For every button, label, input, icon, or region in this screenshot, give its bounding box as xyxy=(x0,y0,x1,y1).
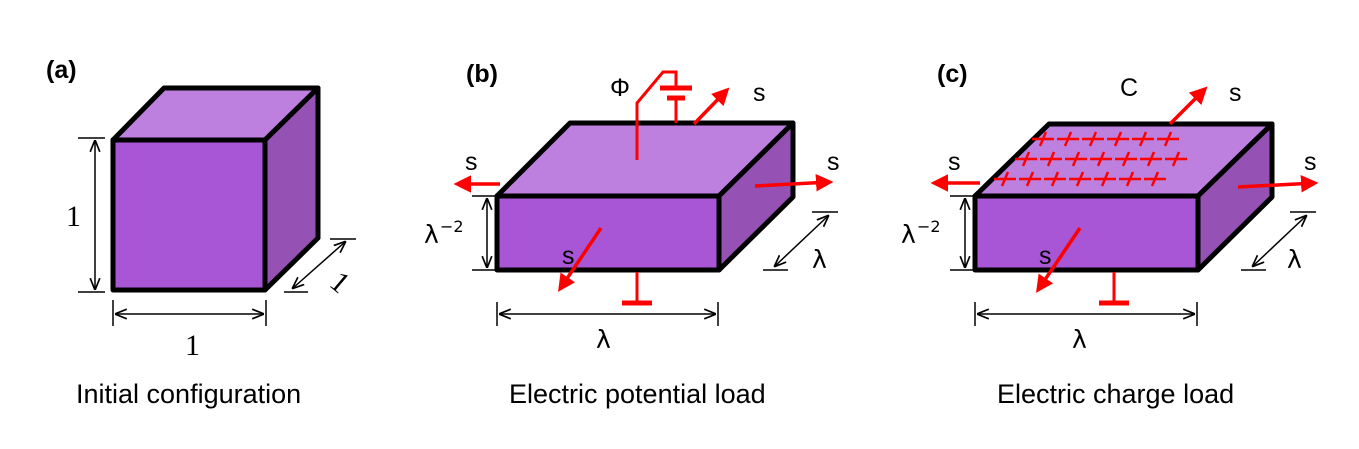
panel-a: (a) 1 1 1 Initial configuration xyxy=(46,56,356,409)
charge-plus-mark xyxy=(1069,171,1091,187)
charge-plus-mark xyxy=(1065,151,1087,167)
ground-symbol xyxy=(1099,272,1129,306)
stress-label-left: s xyxy=(948,148,961,176)
stress-arrows xyxy=(453,87,834,292)
potential-symbol: Φ xyxy=(610,74,630,102)
stress-arrow-right xyxy=(1237,174,1319,193)
charge-plus-mark xyxy=(1119,171,1141,187)
charge-plus-mark xyxy=(1132,131,1154,147)
height-label: 1 xyxy=(66,200,81,233)
depth-label-c: λ xyxy=(1287,245,1302,274)
depth-dimension-c xyxy=(1241,211,1316,271)
ground-symbol xyxy=(622,272,652,306)
height-label-c: λ xyxy=(901,220,916,249)
depth-label-b: λ xyxy=(812,245,827,274)
charge-plus-mark xyxy=(1057,131,1079,147)
panel-c-caption: Electric charge load xyxy=(997,379,1234,409)
stress-arrows xyxy=(930,86,1319,293)
panel-a-label: (a) xyxy=(46,56,77,84)
charge-plus-mark xyxy=(1107,131,1129,147)
height-label-b: λ xyxy=(424,220,439,249)
height-dimension xyxy=(78,137,105,293)
charge-plus-mark xyxy=(1165,151,1187,167)
width-dimension-b xyxy=(496,302,719,326)
stress-label-front: s xyxy=(1039,242,1052,270)
panel-b: (b) Φ s s s s xyxy=(424,60,840,409)
stress-arrow-right xyxy=(754,174,834,192)
slab-potential xyxy=(494,120,796,273)
surface-charges xyxy=(994,131,1187,187)
depth-label: 1 xyxy=(324,265,357,300)
charge-plus-mark xyxy=(1090,151,1112,167)
stress-label-top: s xyxy=(753,79,766,107)
width-dimension-c xyxy=(974,302,1198,326)
charge-plus-mark xyxy=(1157,131,1179,147)
slab-front-face xyxy=(494,193,722,273)
charge-plus-mark xyxy=(1040,151,1062,167)
stress-arrow-top xyxy=(692,87,730,126)
width-label: 1 xyxy=(185,329,200,362)
charge-plus-mark xyxy=(994,171,1016,187)
battery-symbol xyxy=(635,70,692,160)
charge-plus-mark xyxy=(1140,151,1162,167)
width-label-b: λ xyxy=(596,325,611,354)
stress-label-front: s xyxy=(562,242,575,270)
charge-plus-mark xyxy=(1015,151,1037,167)
panel-a-caption: Initial configuration xyxy=(76,379,301,409)
width-label-c: λ xyxy=(1072,325,1087,354)
stress-label-right: s xyxy=(1304,148,1317,176)
charge-plus-mark xyxy=(1044,171,1066,187)
charge-plus-mark xyxy=(1082,131,1104,147)
panel-c-label: (c) xyxy=(937,60,968,88)
height-exponent-c: −2 xyxy=(917,217,941,236)
height-dimension-c xyxy=(950,195,973,271)
stress-label-left: s xyxy=(465,148,478,176)
panel-c: (c) C s s s s λ −2 xyxy=(901,60,1319,409)
cube-front-face xyxy=(110,137,268,293)
charge-plus-mark xyxy=(1115,151,1137,167)
charge-symbol: C xyxy=(1120,74,1138,102)
charge-plus-mark xyxy=(1144,171,1166,187)
charge-plus-mark xyxy=(1032,131,1054,147)
panel-b-label: (b) xyxy=(466,60,498,88)
stress-arrow-front xyxy=(1036,227,1082,293)
stress-arrow-front xyxy=(558,227,603,292)
charge-plus-mark xyxy=(1094,171,1116,187)
charge-plus-mark xyxy=(1019,171,1041,187)
panel-b-caption: Electric potential load xyxy=(509,379,766,409)
slab-charge xyxy=(972,121,1275,273)
slab-front-face xyxy=(972,193,1201,273)
stress-label-right: s xyxy=(827,148,840,176)
height-exponent-b: −2 xyxy=(440,217,464,236)
depth-dimension-b xyxy=(763,211,838,271)
cube-initial xyxy=(110,85,321,293)
stress-arrow-top xyxy=(1168,86,1208,126)
width-dimension xyxy=(112,300,267,326)
depth-dimension xyxy=(284,238,356,293)
stress-label-top: s xyxy=(1229,79,1242,107)
height-dimension-b xyxy=(472,195,495,271)
